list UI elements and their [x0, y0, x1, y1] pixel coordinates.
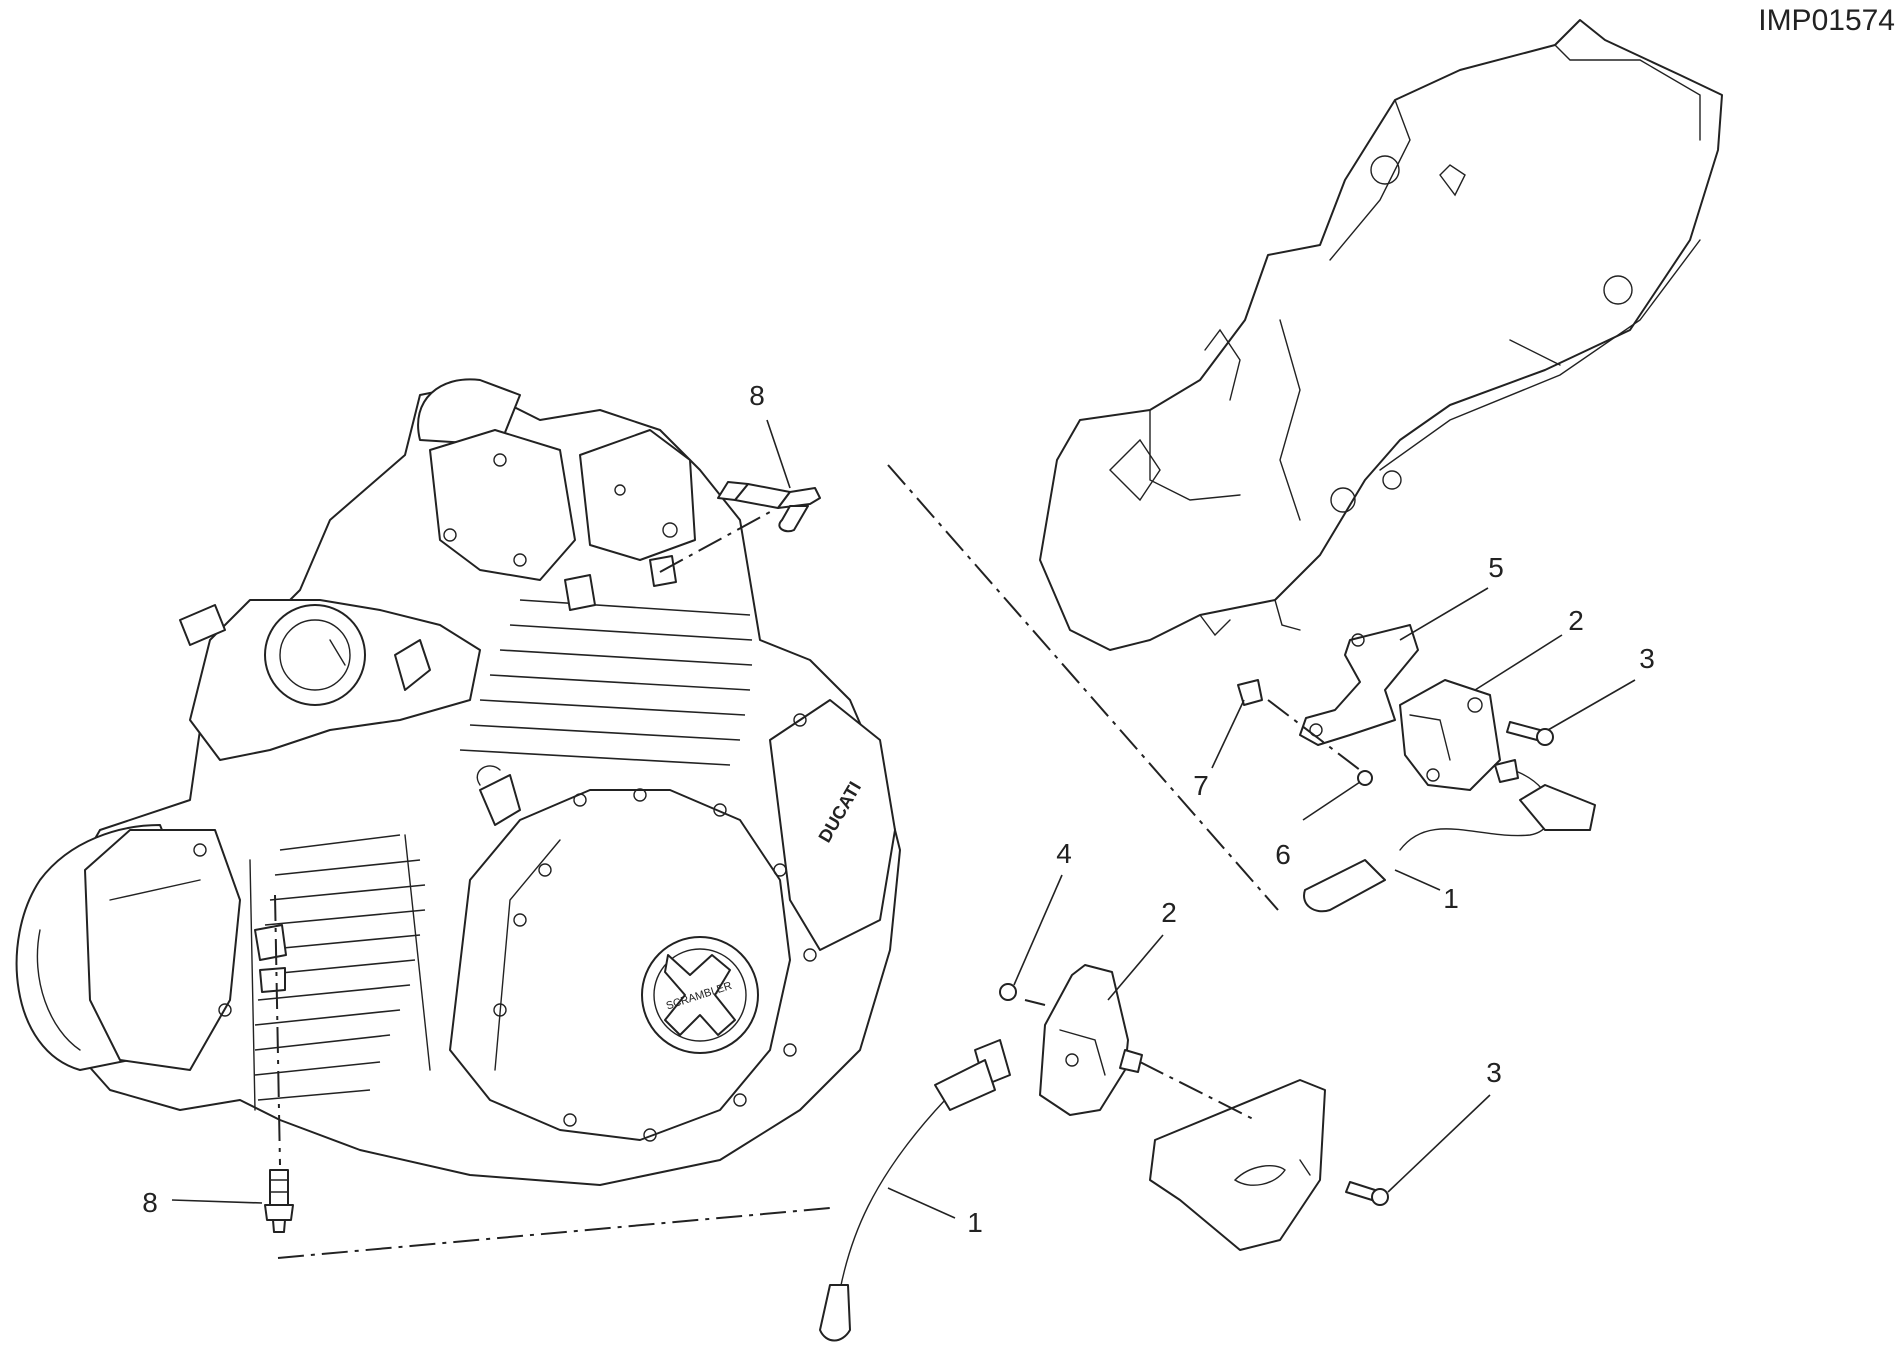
callout-label: 3: [1486, 1057, 1502, 1088]
screw-3-lower: [1345, 1181, 1389, 1206]
callout-leaders: [171, 419, 1636, 1219]
bracket-upper: [1299, 624, 1419, 746]
assembly-path-lines: [274, 464, 1361, 1259]
ignition-coil-upper: [1399, 679, 1519, 791]
callout-label: 5: [1488, 552, 1504, 583]
spark-plug-upper: [717, 481, 821, 533]
callout-label: 1: [1443, 883, 1459, 914]
callout-label: 7: [1193, 770, 1209, 801]
screw-6: [1357, 770, 1373, 786]
spark-plug-lower: [264, 1169, 294, 1233]
callout-label: 2: [1161, 897, 1177, 928]
nut-4: [999, 983, 1017, 1001]
screw-3-upper: [1506, 721, 1554, 746]
callout-label: 2: [1568, 605, 1584, 636]
engine-assembly: SCRAMBLER DUCATI: [15, 378, 901, 1186]
callout-label: 6: [1275, 839, 1291, 870]
diagram-reference-code: IMP01574: [1758, 4, 1895, 37]
callout-label: 3: [1639, 643, 1655, 674]
hv-lead-lower: [819, 1039, 1011, 1342]
bracket-lower: [1149, 1079, 1326, 1251]
frame-assembly: [1039, 19, 1723, 651]
callout-label: 8: [142, 1187, 158, 1218]
callout-labels: 8 5 2 3 7 6 1 4 2 3 1 8: [142, 380, 1655, 1238]
clip-7: [1237, 679, 1263, 706]
callout-label: 4: [1056, 838, 1072, 869]
callout-label: 8: [749, 380, 765, 411]
rear-cylinder-fins: [459, 599, 753, 766]
callout-label: 1: [967, 1207, 983, 1238]
ignition-coil-lower: [1039, 964, 1143, 1116]
scrambler-badge: SCRAMBLER: [641, 936, 759, 1054]
front-cylinder-fins: [254, 834, 426, 1101]
hv-lead-upper: [1303, 771, 1596, 913]
